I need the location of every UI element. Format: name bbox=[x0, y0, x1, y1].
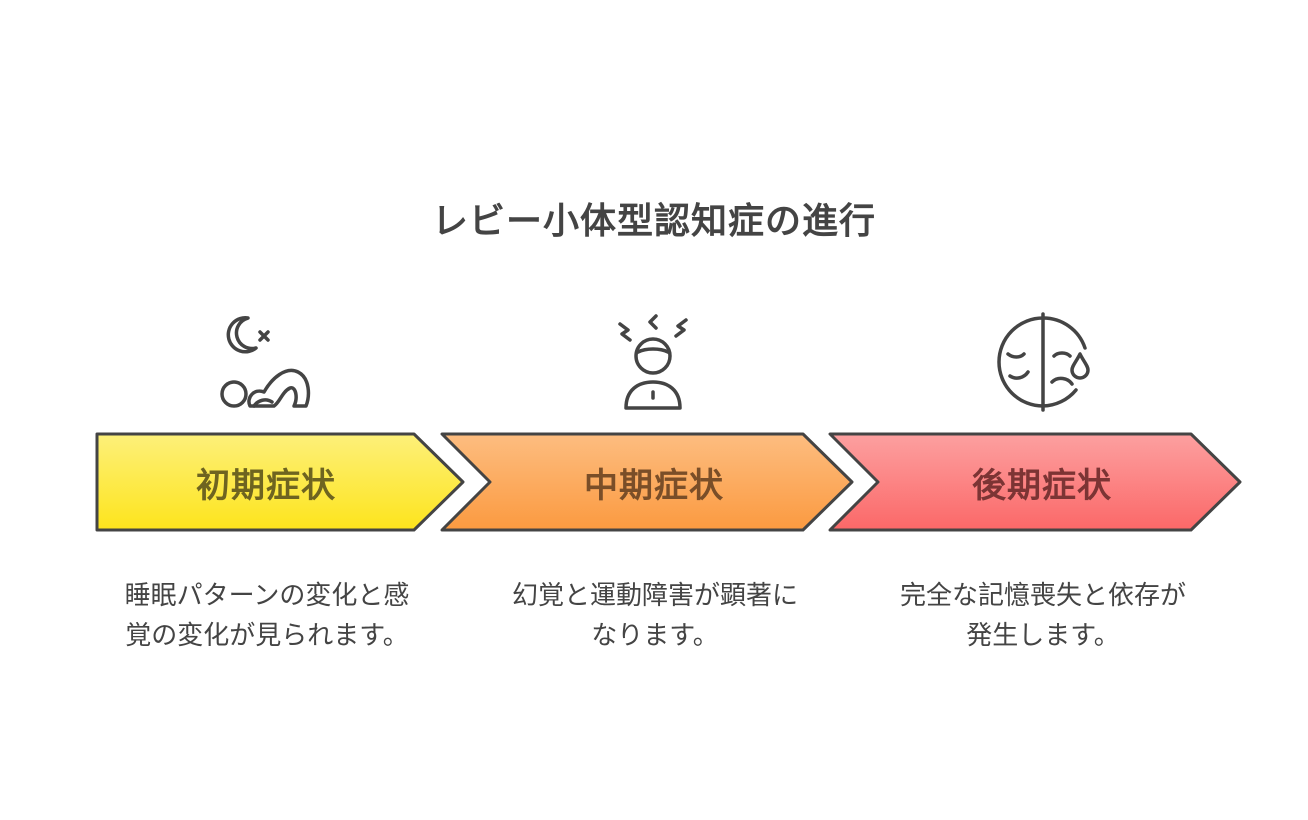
stage-label-late: 後期症状 bbox=[972, 466, 1112, 506]
stage-arrow-late bbox=[828, 432, 1242, 532]
diagram-title: レビー小体型認知症の進行 bbox=[431, 201, 876, 242]
stage-label-middle: 中期症状 bbox=[584, 466, 724, 506]
stage-description-late: 完全な記憶喪失と依存が発生します。 bbox=[900, 581, 1187, 651]
hallucination-person-icon bbox=[598, 312, 708, 416]
stage-arrow-middle bbox=[440, 432, 854, 532]
stage-description-early: 睡眠パターンの変化と感覚の変化が見られます。 bbox=[124, 581, 410, 651]
stage-description-middle: 幻覚と運動障害が顕著になります。 bbox=[512, 581, 799, 651]
stage-label-early: 初期症状 bbox=[196, 466, 336, 506]
sleep-disturbance-icon bbox=[210, 312, 320, 416]
stage-arrow-early bbox=[95, 432, 465, 532]
sad-face-icon bbox=[988, 312, 1098, 416]
